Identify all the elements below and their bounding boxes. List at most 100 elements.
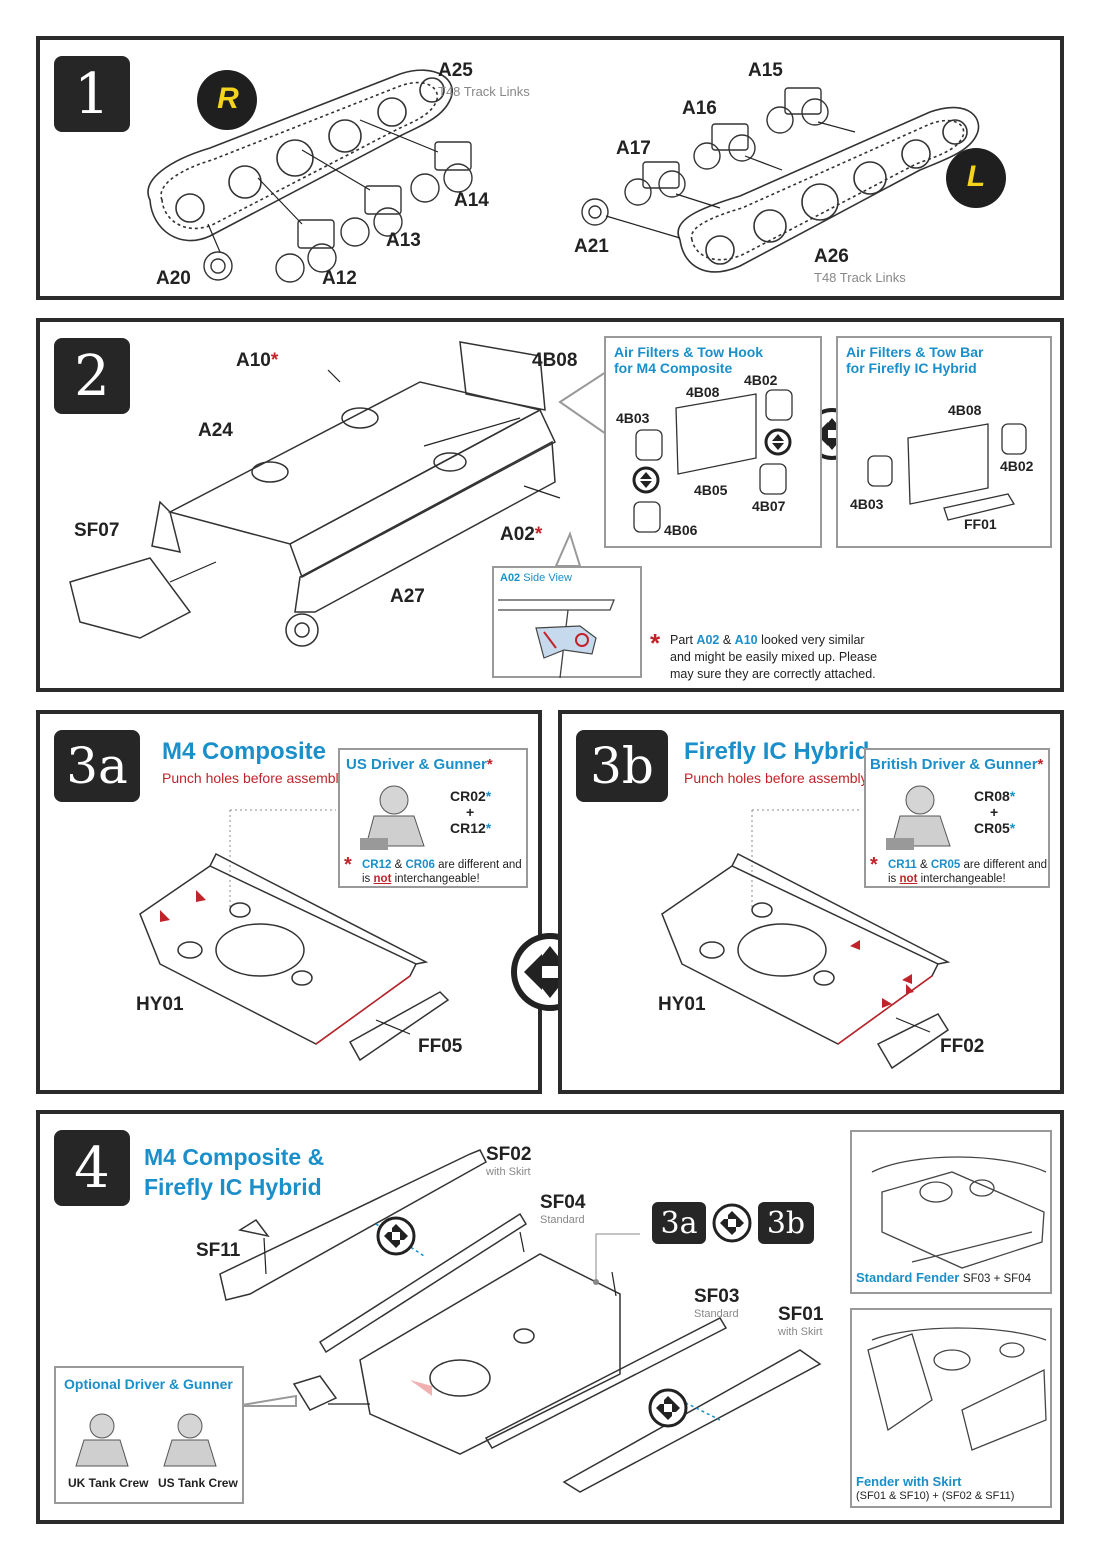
note-amp: & xyxy=(722,633,732,647)
m4-inset-part-4b07: 4B07 xyxy=(752,498,786,514)
crew-uk-label: UK Tank Crew xyxy=(68,1476,149,1490)
step-1-badge: 1 xyxy=(54,56,130,132)
left-side-badge-letter: L xyxy=(966,160,986,193)
ref-3a-number: 3a xyxy=(660,1205,698,1241)
british-crew-part-cr08: CR08* xyxy=(974,788,1015,804)
part-a21: A21 xyxy=(574,236,609,257)
lower-hull-frame xyxy=(69,341,556,647)
m4-inset-part-4b02: 4B02 xyxy=(744,372,778,388)
part-4b08: 4B08 xyxy=(532,350,578,371)
step-2-arrows xyxy=(169,369,561,583)
us-crew-part-cr12: CR12* xyxy=(450,820,491,836)
left-bogies xyxy=(581,87,829,226)
british-crew-part-cr08-text: CR08 xyxy=(974,788,1010,804)
step-4-badge: 4 xyxy=(54,1130,130,1206)
standard-fender-caption: Standard Fender SF03 + SF04 xyxy=(856,1270,1031,1285)
sf03-shape xyxy=(484,1317,728,1449)
british-crew-part-cr08-asterisk: * xyxy=(1009,788,1016,804)
british-warn-not: not xyxy=(899,873,918,885)
firefly-inset-part-4b02: 4B02 xyxy=(1000,458,1034,474)
mixup-note-line-2: and might be easily mixed up. Please xyxy=(670,650,878,664)
note-line1-rest: looked very similar xyxy=(761,633,865,647)
part-sf02-sub: with Skirt xyxy=(486,1166,531,1178)
step-1-panel: 1 xyxy=(36,36,1064,300)
part-a20: A20 xyxy=(156,268,191,289)
firefly-air-filter-inset: Air Filters & Tow Bar for Firefly IC Hyb… xyxy=(836,336,1052,548)
us-warn-part1: CR12 xyxy=(362,859,392,871)
standard-fender-title: Standard Fender xyxy=(856,1270,960,1285)
step-1-number: 1 xyxy=(74,61,110,127)
us-warn-pre: is xyxy=(362,873,371,885)
part-a16: A16 xyxy=(682,98,717,119)
firefly-inset-title-1: Air Filters & Tow Bar xyxy=(846,344,984,360)
part-a25: A25 xyxy=(438,60,473,81)
us-warn-not: not xyxy=(373,873,392,885)
ref-3b-number: 3b xyxy=(766,1205,806,1241)
british-crew-title-asterisk: * xyxy=(1037,756,1044,773)
step-1-illustration xyxy=(147,69,1006,283)
sf-alignment-symbol-2 xyxy=(648,1388,688,1428)
us-warn-amp: & xyxy=(394,859,403,871)
part-sf03: SF03 xyxy=(694,1286,740,1307)
step-3a-hull-drawing xyxy=(139,809,450,1062)
british-crew-figure xyxy=(886,785,951,850)
us-warn-rest: are different and xyxy=(438,859,522,871)
sf-alignment-symbol-1 xyxy=(376,1216,416,1256)
step-4-title-2: Firefly IC Hybrid xyxy=(144,1174,322,1200)
us-crew-part-cr02-text: CR02 xyxy=(450,788,486,804)
right-bogies xyxy=(203,141,473,283)
optional-crew-title: Optional Driver & Gunner xyxy=(64,1376,233,1392)
step-3a-front-part: FF05 xyxy=(418,1036,463,1057)
part-a24: A24 xyxy=(198,420,233,441)
part-sf02: SF02 xyxy=(486,1144,532,1165)
step-3a-title: M4 Composite xyxy=(162,738,327,765)
step-3a-number: 3a xyxy=(66,737,128,795)
step-4-number: 4 xyxy=(74,1135,110,1201)
step-2-panel: 2 A10* 4B08 xyxy=(36,318,1064,692)
part-a13: A13 xyxy=(386,230,421,251)
right-side-badge-letter: R xyxy=(217,82,239,115)
right-track xyxy=(147,69,453,242)
m4-inset-drawing xyxy=(632,389,793,533)
part-sf07: SF07 xyxy=(74,520,120,541)
left-side-badge-circle xyxy=(946,148,1006,208)
step-2-badge: 2 xyxy=(54,338,130,414)
crew-us-label: US Tank Crew xyxy=(158,1476,238,1490)
sf01-shape xyxy=(562,1349,822,1493)
firefly-inset-part-ff01: FF01 xyxy=(964,516,997,532)
part-sf04-sub: Standard xyxy=(540,1214,585,1226)
ref-3b-badge: 3b xyxy=(758,1202,814,1244)
part-a27: A27 xyxy=(390,586,425,607)
british-crew-warning-line-2: is not interchangeable! xyxy=(888,872,1047,886)
step-2-number: 2 xyxy=(74,343,110,409)
step-3b-front-part: FF02 xyxy=(940,1036,985,1057)
us-crew-part-cr02-asterisk: * xyxy=(485,788,492,804)
us-crew-warning-line-1: CR12 & CR06 are different and xyxy=(362,858,522,872)
part-a26: A26 xyxy=(814,246,849,267)
step-3b-panel: 3b Firefly IC Hybrid Punch holes before … xyxy=(558,710,1064,1094)
skirt-fender-parts: (SF01 & SF10) + (SF02 & SF11) xyxy=(856,1490,1015,1502)
british-warn-part2: CR05 xyxy=(930,859,961,871)
step-3a-panel: 3a M4 Composite Punch holes before assem… xyxy=(36,710,542,1094)
part-a10: A10* xyxy=(236,350,278,372)
note-part-a02: A02 xyxy=(696,633,720,647)
firefly-inset-part-4b08: 4B08 xyxy=(948,402,982,418)
british-warn-pre: is xyxy=(888,873,897,885)
step-3b-subtitle: Punch holes before assembly xyxy=(684,770,868,786)
part-a12: A12 xyxy=(322,268,357,289)
us-warn-post: interchangeable! xyxy=(394,873,480,885)
british-crew-title-text: British Driver & Gunner xyxy=(870,756,1038,773)
us-crew-inset: US Driver & Gunner* CR02* + CR12* * CR12… xyxy=(338,748,528,888)
part-sf01: SF01 xyxy=(778,1304,824,1325)
us-crew-warning-line-2: is not interchangeable! xyxy=(362,872,522,886)
firefly-inset-drawing xyxy=(867,423,1027,521)
note-part-a10: A10 xyxy=(734,633,758,647)
optional-crew-figures xyxy=(75,1413,217,1467)
right-side-badge-circle xyxy=(197,70,257,130)
m4-inset-title-2: for M4 Composite xyxy=(614,360,733,376)
skirt-fender-drawing xyxy=(867,1327,1047,1451)
british-warn-post: interchangeable! xyxy=(920,873,1006,885)
side-view-part: A02 xyxy=(500,572,521,584)
m4-inset-title-1: Air Filters & Tow Hook xyxy=(614,344,764,360)
m4-air-filter-inset: Air Filters & Tow Hook for M4 Composite … xyxy=(604,336,822,548)
